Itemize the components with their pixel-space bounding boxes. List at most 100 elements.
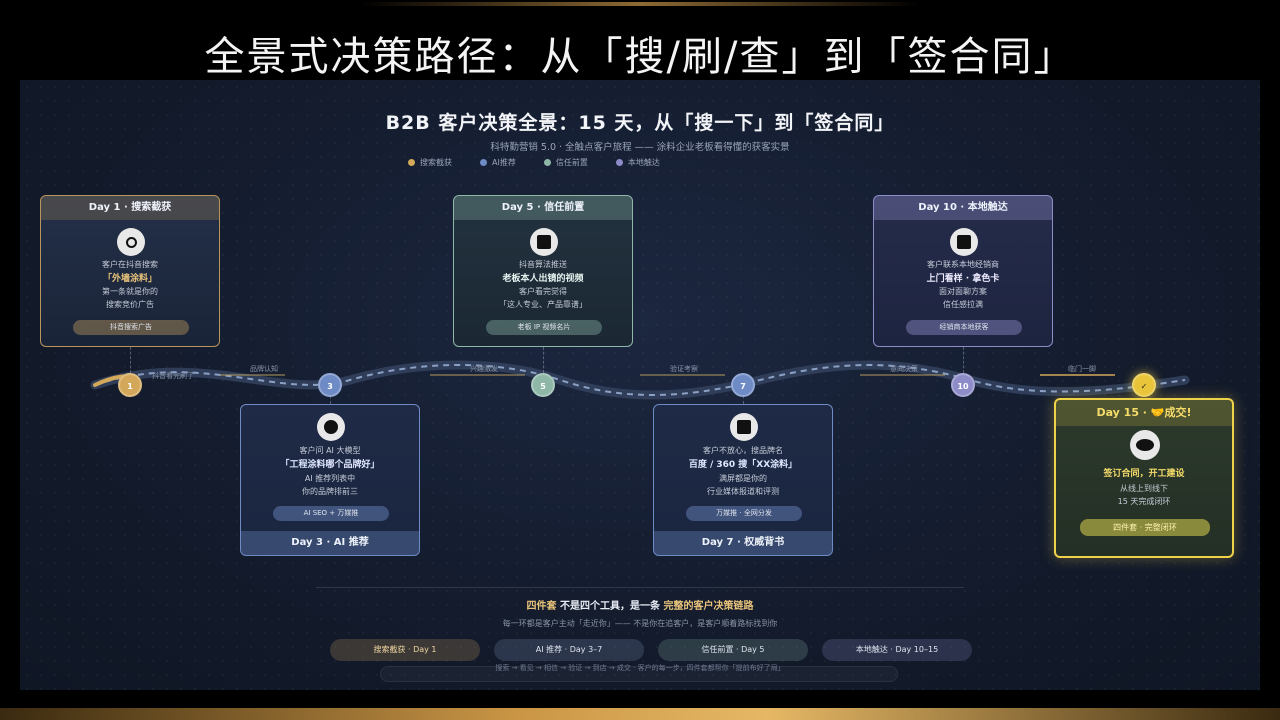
legend-item: AI推荐 (480, 157, 516, 168)
top-glow (360, 2, 920, 6)
search-icon (117, 228, 145, 256)
connector-day1 (130, 347, 131, 373)
stage-subtitle: 科特勤营销 5.0 · 全触点客户旅程 —— 涂料企业老板看得懂的获客实景 (490, 142, 790, 153)
legend-dot (480, 159, 487, 166)
flow-text: 搜索 → 看见 → 相信 → 验证 → 到店 → 成交 · 客户的每一步，四件套… (495, 664, 785, 672)
card-text: 信任感拉满 (943, 300, 983, 309)
stage-title: B2B 客户决策全景：15 天，从「搜一下」到「签合同」 (385, 112, 895, 134)
chip-ai[interactable]: AI 推荐 · Day 3–7 (494, 639, 644, 661)
step-node-1[interactable]: 1 (118, 373, 142, 397)
card-tag[interactable]: 老板 IP 视频名片 (486, 320, 602, 335)
journey-road (90, 360, 1190, 400)
step-node-5[interactable]: 5 (531, 373, 555, 397)
card-text: AI 推荐列表中 (304, 474, 356, 483)
card-title: Day 3 · AI 推荐 (241, 531, 419, 555)
flow-bar (380, 666, 898, 682)
card-text: 从线上到线下 (1120, 484, 1168, 493)
ai-glyph (324, 420, 338, 434)
journey-stage: B2B 客户决策全景：15 天，从「搜一下」到「签合同」 科特勤营销 5.0 ·… (20, 80, 1260, 690)
card-day15-deal[interactable]: Day 15 · 🤝成交! 签订合同，开工建设 从线上到线下 15 天完成闭环 … (1054, 398, 1234, 558)
handshake-glyph (1136, 439, 1154, 451)
legend-dot (615, 159, 623, 166)
card-tag[interactable]: AI SEO + 万媒推 (273, 506, 389, 521)
dot-grid-background (20, 80, 1260, 690)
card-tag[interactable]: 抖音搜索广告 (73, 320, 189, 335)
footer-title-c: 完整的客户决策链路 (663, 601, 754, 612)
footer-title: 四件套 不是四个工具，是一条 完整的客户决策链路 (20, 597, 1260, 612)
connector-day5 (543, 347, 544, 373)
handshake-icon (1130, 430, 1160, 460)
legend-label: 信任前置 (555, 158, 588, 167)
chip-trust[interactable]: 信任前置 · Day 5 (658, 639, 808, 661)
connector-day7 (743, 390, 744, 404)
card-text: 行业媒体报道和评测 (707, 487, 779, 496)
card-text: 15 天完成闭环 (1117, 497, 1171, 506)
search-glyph (125, 236, 137, 248)
card-text: 搜索竞价广告 (106, 300, 154, 309)
card-day5-trust[interactable]: Day 5 · 信任前置 抖音算法推送 老板本人出镜的视频 客户看完觉得 「这人… (453, 195, 633, 347)
card-highlight: 签订合同，开工建设 (1103, 469, 1185, 479)
card-text: 客户不放心，搜品牌名 (703, 446, 783, 455)
bottom-gold-bar (0, 708, 1280, 720)
card-highlight: 百度 / 360 搜「XX涂料」 (688, 460, 798, 470)
card-text: 客户看完觉得 (519, 287, 567, 296)
card-tag[interactable]: 万媒推 · 全网分发 (686, 506, 802, 521)
store-glyph (957, 235, 971, 249)
ai-icon (317, 413, 345, 441)
legend-dot (543, 159, 551, 166)
card-tag[interactable]: 四件套 · 完整闭环 (1080, 519, 1210, 536)
legend-item: 搜索截获 (408, 157, 452, 168)
footer-divider (316, 587, 964, 588)
chip-search[interactable]: 搜索截获 · Day 1 (330, 639, 480, 661)
card-text: 你的品牌排前三 (302, 487, 358, 496)
card-day7-authority[interactable]: 客户不放心，搜品牌名 百度 / 360 搜「XX涂料」 满屏都是你的 行业媒体报… (653, 404, 833, 556)
news-glyph (737, 420, 751, 434)
store-icon (950, 228, 978, 256)
legend-item: 信任前置 (543, 157, 588, 168)
card-text: 客户联系本地经销商 (927, 260, 999, 269)
card-text: 客户在抖音搜索 (102, 260, 158, 269)
footer-chips: 搜索截获 · Day 1 AI 推荐 · Day 3–7 信任前置 · Day … (330, 639, 972, 661)
card-highlight: 老板本人出镜的视频 (502, 274, 584, 284)
arrow-label: 兴趣激发 (470, 365, 498, 373)
card-title: Day 5 · 信任前置 (454, 196, 632, 220)
card-tag[interactable]: 经销商本地获客 (906, 320, 1022, 335)
road-dashes (94, 364, 1186, 396)
legend-item: 本地触达 (615, 157, 660, 168)
step-node-10[interactable]: 10 (951, 373, 975, 397)
arrow-label: 临门一脚 (1068, 365, 1096, 373)
footer-subtitle: 每一环都是客户主动「走近你」—— 不是你在追客户，是客户顺着路标找到你 (502, 619, 778, 628)
legend-label: 本地触达 (627, 158, 660, 167)
connector-day3 (330, 390, 331, 404)
connector-day10 (963, 347, 964, 373)
video-glyph (537, 235, 551, 249)
card-text: 抖音算法推送 (519, 260, 567, 269)
card-text: 满屏都是你的 (719, 474, 767, 483)
card-title: Day 7 · 权威背书 (654, 531, 832, 555)
legend-label: 搜索截获 (420, 158, 452, 167)
card-title: Day 10 · 本地触达 (874, 196, 1052, 220)
arrow-label: 验证考察 (670, 365, 698, 373)
video-icon (530, 228, 558, 256)
card-highlight: 「外墙涂料」 (102, 274, 157, 284)
card-title: Day 15 · 🤝成交! (1056, 400, 1232, 426)
card-day1-search[interactable]: Day 1 · 搜索截获 客户在抖音搜索 「外墙涂料」 第一条就是你的 搜索竞价… (40, 195, 220, 347)
legend: 搜索截获 AI推荐 信任前置 本地触达 (408, 157, 660, 168)
step-node-7[interactable]: 7 (731, 373, 755, 397)
card-day10-local[interactable]: Day 10 · 本地触达 客户联系本地经销商 上门看样 · 拿色卡 面对面聊方… (873, 195, 1053, 347)
chip-local[interactable]: 本地触达 · Day 10–15 (822, 639, 972, 661)
arrow-label: 品牌认知 (250, 365, 278, 373)
legend-label: AI推荐 (492, 158, 516, 167)
step-node-3[interactable]: 3 (318, 373, 342, 397)
card-text: 第一条就是你的 (102, 287, 158, 296)
card-text: 客户问 AI 大模型 (299, 446, 361, 455)
card-highlight: 「工程涂料哪个品牌好」 (280, 460, 380, 470)
card-day3-ai[interactable]: 客户问 AI 大模型 「工程涂料哪个品牌好」 AI 推荐列表中 你的品牌排前三 … (240, 404, 420, 556)
footer-title-a: 四件套 (526, 601, 557, 612)
card-highlight: 上门看样 · 拿色卡 (926, 274, 1000, 284)
step-node-done[interactable]: ✓ (1132, 373, 1156, 397)
arrow-label: 意向决策 (890, 365, 918, 373)
arrow-label: 抖音看完刷了 (152, 372, 194, 380)
card-text: 面对面聊方案 (939, 287, 987, 296)
slide-title: 全景式决策路径：从「搜/刷/查」到「签合同」 (204, 34, 1076, 80)
